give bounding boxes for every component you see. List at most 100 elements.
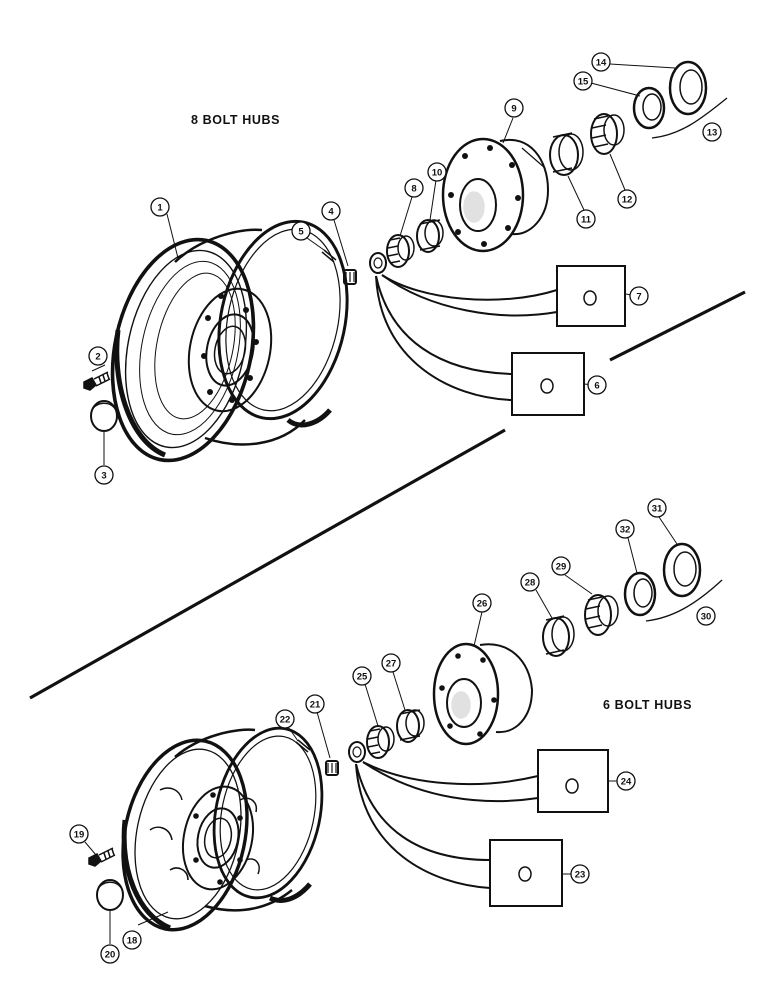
- callout-28-label: 28: [525, 578, 536, 589]
- seal-outer-top: [668, 60, 708, 116]
- callout-2-label: 2: [95, 352, 100, 363]
- callout-24-label: 24: [621, 777, 632, 788]
- spindle-nut-bottom: [325, 760, 339, 776]
- washer-top: [369, 252, 387, 274]
- callout-9-label: 9: [511, 104, 516, 115]
- bearing-cup-inner-top: [549, 132, 584, 176]
- detail-box-6: [375, 275, 585, 416]
- bearing-cup-inner-bottom: [542, 615, 575, 657]
- callout-3-label: 3: [101, 471, 106, 482]
- callout-1-label: 1: [157, 203, 163, 214]
- callout-26-label: 26: [477, 599, 488, 610]
- bearing-cup-top: [416, 219, 444, 253]
- callout-8-label: 8: [411, 184, 416, 195]
- seal-group-bracket-bottom: [645, 579, 723, 622]
- cotter-pin-top: [321, 249, 337, 263]
- callout-18: 18: [122, 930, 142, 950]
- callout-11: 11: [576, 209, 596, 229]
- callout-19-label: 19: [74, 830, 85, 841]
- callout-7: 7: [629, 286, 649, 306]
- seal-inner-top: [632, 86, 666, 130]
- callout-20: 20: [100, 944, 120, 964]
- callout-13-label: 13: [707, 128, 718, 139]
- callout-30-label: 30: [701, 612, 712, 623]
- callout-12: 12: [617, 189, 637, 209]
- bearing-cone-bottom: [366, 725, 395, 759]
- wheel-hub-bottom: [432, 642, 534, 746]
- callout-18-label: 18: [127, 936, 138, 947]
- callout-8: 8: [404, 178, 424, 198]
- callout-30: 30: [696, 606, 716, 626]
- callout-27: 27: [381, 653, 401, 673]
- callout-27-label: 27: [386, 659, 397, 670]
- callout-26: 26: [472, 593, 492, 613]
- bearing-cup-bottom: [396, 709, 425, 743]
- callout-6-label: 6: [594, 381, 599, 392]
- wheel-rim-bottom: [121, 726, 324, 932]
- callout-22: 22: [275, 709, 295, 729]
- spindle-nut-top: [343, 269, 357, 285]
- washer-bottom: [348, 741, 366, 763]
- callout-28: 28: [520, 572, 540, 592]
- callout-24: 24: [616, 771, 636, 791]
- callout-25-label: 25: [357, 672, 368, 683]
- callout-5-label: 5: [298, 227, 304, 238]
- callout-32-label: 32: [620, 525, 631, 536]
- bearing-cone-top: [386, 234, 415, 268]
- callout-31-label: 31: [652, 504, 663, 515]
- callout-14-label: 14: [596, 58, 607, 69]
- callout-21-label: 21: [310, 700, 321, 711]
- wheel-hub-top: [441, 137, 550, 253]
- bearing-cone-inner-bottom: [584, 594, 619, 636]
- callout-6: 6: [587, 375, 607, 395]
- callout-4-label: 4: [328, 207, 334, 218]
- callout-29-label: 29: [556, 562, 567, 573]
- leader-lines-bottom: [84, 516, 678, 944]
- callout-32: 32: [615, 519, 635, 539]
- callout-23: 23: [570, 864, 590, 884]
- callout-10-label: 10: [432, 168, 443, 179]
- callout-20-label: 20: [105, 950, 116, 961]
- wheel-bolt-top: [83, 371, 111, 391]
- callouts: 1 2 3 4 5 6 7 8 9 10 11 12 13 14 15 18 1…: [69, 52, 722, 964]
- callout-4: 4: [321, 201, 341, 221]
- seal-group-bracket-top: [651, 97, 728, 139]
- callout-19: 19: [69, 824, 89, 844]
- callout-15-label: 15: [578, 77, 589, 88]
- callout-2: 2: [88, 346, 108, 366]
- callout-10: 10: [427, 162, 447, 182]
- callout-12-label: 12: [622, 195, 633, 206]
- callout-3: 3: [94, 465, 114, 485]
- six-bolt-hubs-title: 6 BOLT HUBS: [603, 698, 693, 712]
- leader-lines-top: [91, 63, 676, 465]
- callout-5: 5: [291, 221, 311, 241]
- hub-cap-bottom: [96, 879, 124, 911]
- wheel-bolt-bottom: [88, 847, 116, 867]
- callout-23-label: 23: [575, 870, 586, 881]
- callout-29: 29: [551, 556, 571, 576]
- callout-9: 9: [504, 98, 524, 118]
- bearing-cone-inner-top: [590, 113, 625, 155]
- cotter-pin-bottom: [295, 739, 311, 753]
- detail-box-23: [355, 763, 563, 907]
- callout-22-label: 22: [280, 715, 291, 726]
- callout-1: 1: [150, 197, 170, 217]
- callout-25: 25: [352, 666, 372, 686]
- seal-outer-bottom: [662, 542, 702, 598]
- callout-14: 14: [591, 52, 611, 72]
- callout-13: 13: [702, 122, 722, 142]
- callout-21: 21: [305, 694, 325, 714]
- seal-inner-bottom: [623, 571, 657, 617]
- callout-7-label: 7: [636, 292, 641, 303]
- section-divider: [29, 290, 746, 700]
- hub-cap-top: [90, 400, 118, 432]
- detail-box-24: [362, 749, 609, 813]
- callout-11-label: 11: [581, 215, 592, 226]
- detail-box-7: [381, 265, 626, 327]
- wheel-rim-top: [110, 219, 349, 463]
- callout-31: 31: [647, 498, 667, 518]
- eight-bolt-hubs-title: 8 BOLT HUBS: [191, 113, 281, 127]
- callout-15: 15: [573, 71, 593, 91]
